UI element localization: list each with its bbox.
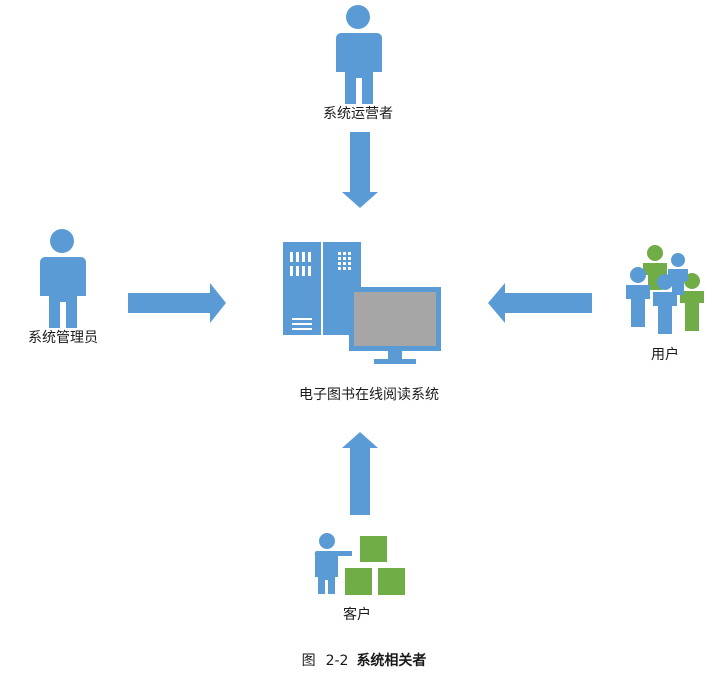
customer-person-icon [314, 533, 352, 594]
user-group-icon [626, 245, 704, 334]
figure-caption: 图 2-2 系统相关者 [302, 650, 427, 670]
arrow-down-icon [342, 132, 378, 208]
admin-person-icon [40, 229, 86, 328]
caption-title: 系统相关者 [356, 653, 427, 669]
boxes-icon [345, 536, 405, 595]
arrow-right-icon [128, 283, 226, 323]
customer-label: 客户 [343, 607, 371, 623]
monitor-icon [349, 287, 441, 364]
operator-person-icon [336, 5, 382, 104]
caption-figure-number: 2-2 [325, 653, 349, 669]
admin-label: 系统管理员 [28, 330, 98, 346]
center-system-label: 电子图书在线阅读系统 [299, 387, 439, 403]
arrow-left-icon [488, 283, 592, 323]
user-label: 用户 [651, 347, 679, 363]
caption-figure-label: 图 [301, 653, 316, 669]
arrow-up-icon [342, 432, 378, 515]
operator-label: 系统运营者 [323, 106, 393, 122]
